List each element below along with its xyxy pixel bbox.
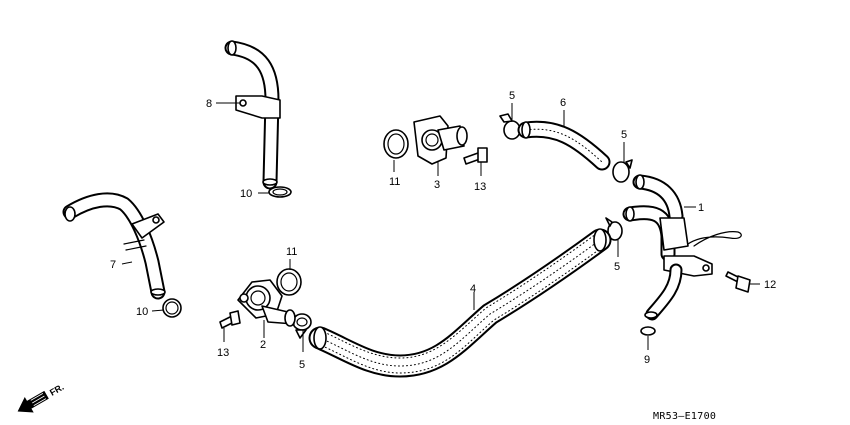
hose-4 — [308, 228, 612, 378]
callout-9: 9 — [644, 354, 650, 366]
diagram-code: MR53—E1700 — [653, 411, 716, 422]
callout-10-upper: 10 — [240, 188, 252, 200]
o-ring-11-upper — [383, 129, 409, 159]
bolt-13-upper — [463, 147, 488, 165]
callout-4: 4 — [470, 283, 476, 295]
clamp-5-right — [605, 217, 623, 241]
front-direction-indicator: FR. — [17, 382, 66, 413]
callout-5-upper-right: 5 — [621, 129, 627, 141]
callout-5-lower: 5 — [299, 359, 305, 371]
clamp-5-upper-left — [499, 113, 521, 140]
callout-6: 6 — [560, 97, 566, 109]
o-ring-10-upper — [268, 186, 292, 198]
outlet-3 — [413, 115, 468, 165]
front-label: FR. — [48, 382, 66, 398]
o-ring-9 — [640, 326, 656, 336]
callout-11-lower: 11 — [286, 246, 297, 258]
front-arrow-icon — [17, 390, 49, 413]
o-ring-10-lower — [162, 298, 182, 318]
leader-lines — [121, 102, 760, 352]
callout-11-upper: 11 — [389, 176, 400, 188]
callout-3: 3 — [434, 179, 440, 191]
callout-10-lower: 10 — [136, 306, 148, 318]
callout-2: 2 — [260, 339, 266, 351]
callout-7: 7 — [110, 259, 116, 271]
pipe-1 — [622, 174, 742, 321]
callout-5-upper-left: 5 — [509, 90, 515, 102]
hose-6 — [517, 120, 611, 171]
callout-13-upper: 13 — [474, 181, 486, 193]
pipe-8 — [224, 40, 281, 190]
callout-1: 1 — [698, 202, 704, 214]
inlet-2 — [237, 279, 296, 327]
callout-13-lower: 13 — [217, 347, 229, 359]
clamp-5-upper-right — [612, 159, 633, 183]
pipe-7 — [62, 192, 166, 300]
callout-8: 8 — [206, 98, 212, 110]
callout-12: 12 — [764, 279, 776, 291]
callouts: 1 2 3 4 5 5 5 5 6 7 8 9 10 10 11 11 12 1… — [110, 90, 776, 371]
bolt-13-lower — [219, 310, 241, 329]
bolt-12 — [725, 271, 751, 293]
o-ring-11-lower — [276, 268, 302, 296]
callout-5-right: 5 — [614, 261, 620, 273]
